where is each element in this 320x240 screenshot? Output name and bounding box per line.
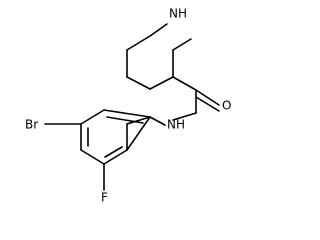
fluorine-label: F — [101, 191, 108, 205]
chemical-structure-diagram: NH O NH Br F — [25, 7, 231, 205]
bond-ring-c3-c4 — [149, 76, 174, 90]
carbonyl-oxygen-label: O — [222, 99, 231, 113]
bromine-label: Br — [25, 118, 38, 132]
bond-benzene-2 — [80, 109, 105, 125]
atom-labels: NH O NH Br F — [25, 7, 231, 205]
bond-benzene-1-inner — [106, 116, 144, 124]
bond-ring-c2-n1 — [172, 38, 192, 51]
bonds — [44, 23, 220, 191]
bond-carbonyl-amide-n-2 — [172, 112, 197, 121]
bond-benzene-5 — [103, 149, 128, 165]
piperidine-nh-label: NH — [169, 7, 187, 21]
bond-ring-c1-n1 — [149, 23, 168, 37]
bond-ring-c6-c1 — [126, 35, 151, 51]
bond-carbonyl-double-a — [195, 89, 220, 106]
bond-c3-carbonyl — [172, 76, 197, 91]
bond-benzene-1 — [103, 109, 151, 118]
bond-ring-c4-c5 — [126, 76, 151, 90]
bond-benzene-6c — [126, 116, 151, 125]
bond-carbonyl-double-b — [195, 96, 220, 112]
bond-benzene-5-inner — [104, 146, 123, 158]
amide-nh-label: NH — [167, 118, 185, 132]
bond-amide-n-aryl — [149, 116, 166, 126]
bond-benzene-4 — [80, 149, 105, 165]
bond-benzene-6 — [126, 116, 151, 151]
